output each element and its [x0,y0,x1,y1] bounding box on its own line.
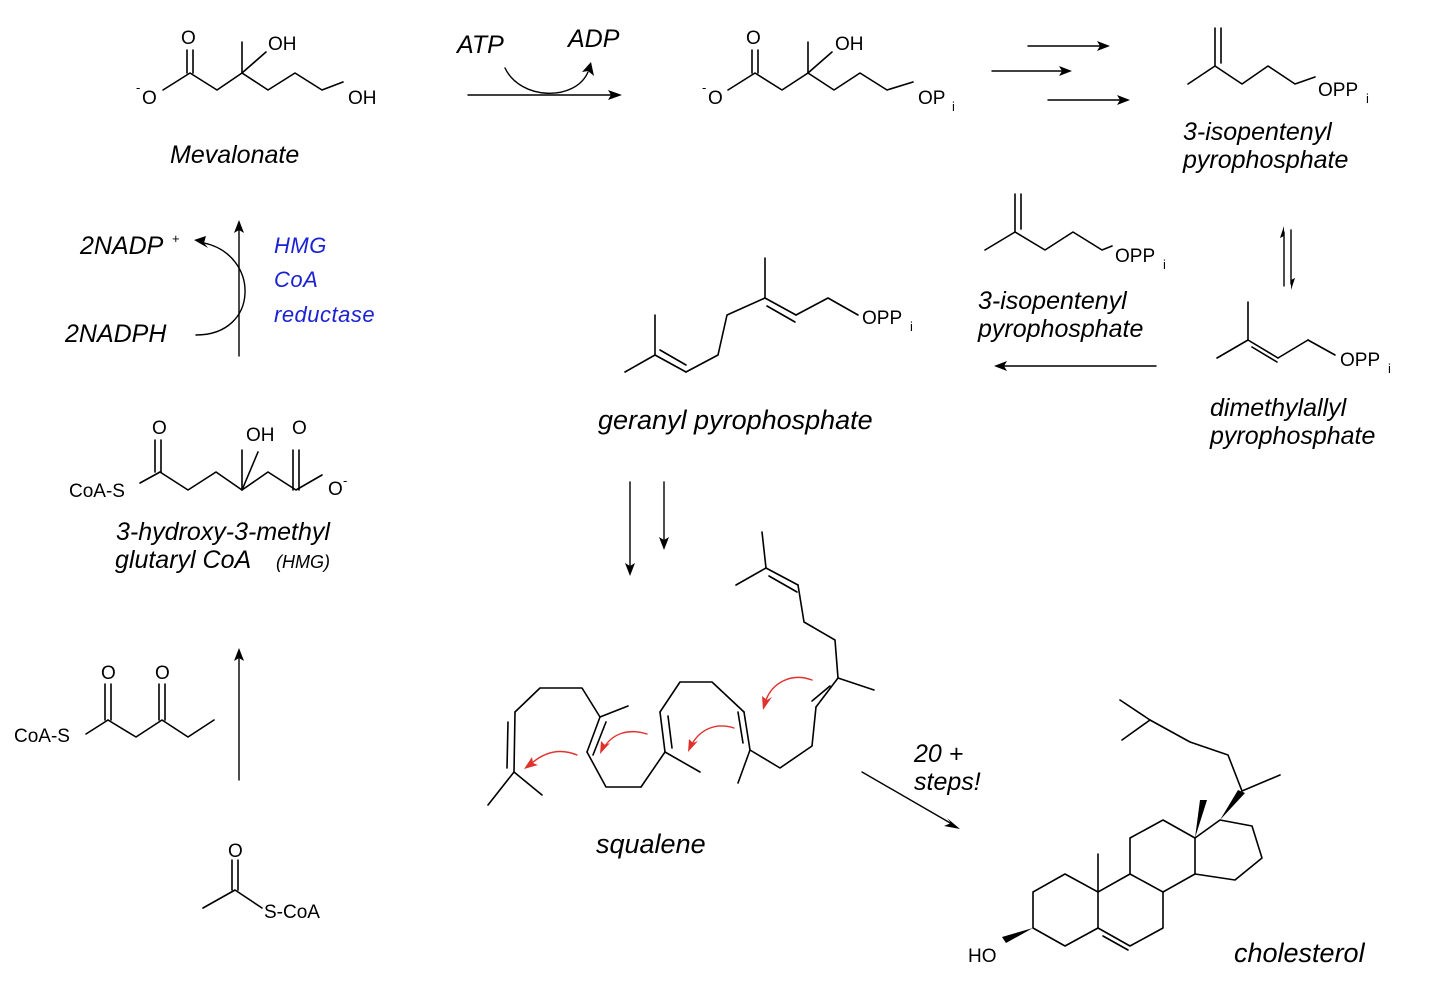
reductase-arrow [194,220,246,357]
pyrophosphate-label: OPP [1318,80,1358,101]
pyrophosphate-label: OPP [862,308,902,329]
negative-charge: - [136,80,140,95]
cholesterol-structure: HO [968,699,1281,967]
carbonyl-oxygen: O [152,418,167,439]
reaction-arrow [234,648,244,781]
dimethylallyl-pyrophosphate-structure: OPP i [1216,301,1391,376]
phosphate-label: OP [918,88,945,109]
hmg-coa-label-line2: glutaryl CoA [115,546,251,574]
mevalonate-phosphate-structure: O O - OH OP i [702,28,955,114]
nadph-label: 2NADPH [64,320,167,348]
carbonyl-oxygen: O [292,418,307,439]
isopentenyl-pyrophosphate-structure: OPP i [1187,27,1369,106]
carbonyl-oxygen: O [155,663,170,684]
squalene-label: squalene [596,829,706,859]
geranyl-pyrophosphate-label: geranyl pyrophosphate [598,405,873,435]
pyrophosphate-label: OPP [1115,246,1155,267]
ipp-label-line1: 3-isopentenyl [1183,118,1333,146]
hmg-coa-structure: CoA-S O OH O O - [69,418,347,502]
hmg-abbreviation: (HMG) [276,552,330,572]
acetoacetyl-coa-structure: CoA-S O O [14,663,215,747]
hydroxyl-label: OH [348,88,377,109]
enzyme-label-line3: reductase [274,302,375,327]
carboxylate-oxygen: O [328,479,343,500]
isopentenyl-pyrophosphate-structure: OPP i [984,193,1166,272]
ipp-label-line2: pyrophosphate [1182,146,1348,174]
electron-pushing-arrows [524,676,813,769]
enzyme-label-line2: CoA [274,267,318,292]
hydroxyl-label: HO [968,946,997,967]
hydroxyl-label: OH [268,34,297,55]
negative-charge: - [702,80,706,95]
pyrophosphate-subscript: i [1163,257,1166,272]
multistep-arrows [991,41,1130,105]
nadp-label: 2NADP [79,232,164,260]
coa-thioester-label: S-CoA [264,902,320,923]
hydroxyl-label: OH [835,34,864,55]
atp-label: ATP [455,31,504,59]
cholesterol-label: cholesterol [1234,938,1366,968]
hydroxyl-label: OH [246,425,275,446]
isomerase-equilibrium-arrows [1280,226,1295,290]
pyrophosphate-subscript: i [1366,91,1369,106]
dmapp-label-line2: pyrophosphate [1209,422,1375,450]
ipp-label-line1: 3-isopentenyl [978,287,1128,315]
carbonyl-oxygen: O [746,28,761,49]
adp-label: ADP [566,25,620,53]
carbonyl-oxygen: O [101,663,116,684]
pyrophosphate-subscript: i [1388,361,1391,376]
nadp-charge: + [172,231,180,246]
pyrophosphate-label: OPP [1340,350,1380,371]
carboxylate-oxygen: O [708,88,723,109]
steps-label-line1: 20 + [913,740,963,768]
dmapp-label-line1: dimethylallyl [1210,394,1348,422]
condensation-arrow [994,361,1157,371]
carbonyl-oxygen: O [181,28,196,49]
phosphorylation-arrow [467,62,622,100]
squalene-structure [487,531,875,806]
mevalonate-label: Mevalonate [170,141,299,169]
steps-label-line2: steps! [914,768,981,796]
cyclization-arrow [861,771,960,829]
multistep-arrows [625,481,669,576]
enzyme-label-line1: HMG [274,233,327,258]
phosphate-subscript: i [952,99,955,114]
hmg-coa-label-line1: 3-hydroxy-3-methyl [116,518,331,546]
carboxylate-oxygen: O [142,88,157,109]
negative-charge: - [343,473,347,488]
mevalonate-structure: O O - OH OH [136,28,377,109]
pyrophosphate-subscript: i [910,319,913,334]
coa-thioester-label: CoA-S [14,726,70,747]
carbonyl-oxygen: O [228,841,243,862]
coa-thioester-label: CoA-S [69,481,125,502]
acetyl-coa-structure: O S-CoA [202,841,320,923]
geranyl-pyrophosphate-structure: OPP i [624,257,913,373]
ipp-label-line2: pyrophosphate [977,315,1143,343]
